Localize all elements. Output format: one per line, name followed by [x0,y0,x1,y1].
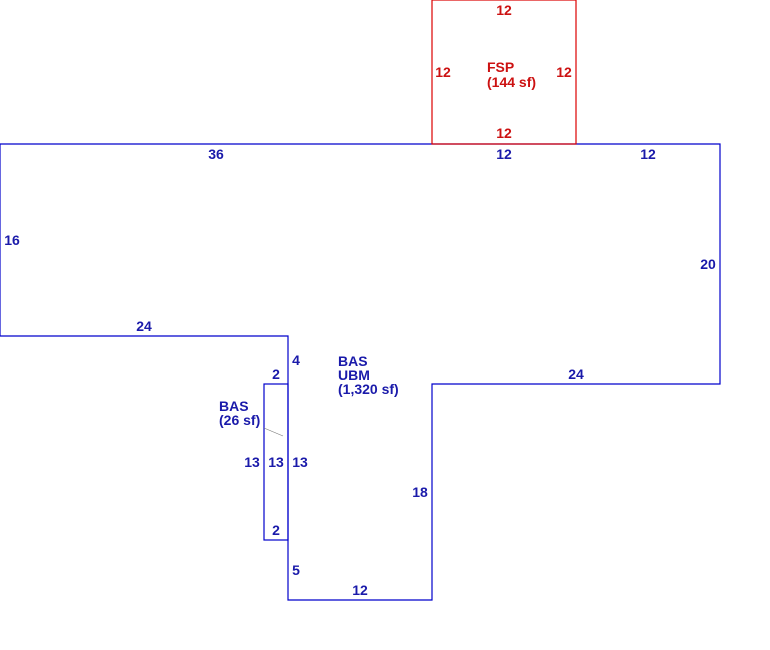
addition-leader-line [263,427,284,437]
main-building-outline [0,143,721,601]
porch-name: FSP [487,59,514,75]
porch-outline [431,0,577,145]
dim-top-right: 12 [640,146,656,162]
addition-name: BAS [219,398,249,414]
main-name-1: BAS [338,353,368,369]
addition-outline [263,383,289,541]
dim-lower-left: 24 [136,318,152,334]
porch-dim-left: 12 [435,64,451,80]
addition-dim-bottom: 2 [272,522,280,538]
porch-area: (144 sf) [487,74,536,90]
dim-bottom: 12 [352,582,368,598]
addition-dim-left: 13 [244,454,260,470]
addition-dim-right: 13 [268,454,284,470]
dim-notch-bottom: 5 [292,562,300,578]
dim-notch-top: 4 [292,352,300,368]
porch-dim-bottom: 12 [496,125,512,141]
dim-left: 16 [4,232,20,248]
porch-dim-top: 12 [496,2,512,18]
main-area: (1,320 sf) [338,381,399,397]
dim-top-left: 36 [208,146,224,162]
dim-inner-right: 18 [412,484,428,500]
porch-dim-right: 12 [556,64,572,80]
addition-area: (26 sf) [219,412,260,428]
main-name-2: UBM [338,367,370,383]
dim-lower-right: 24 [568,366,584,382]
addition-dim-top: 2 [272,366,280,382]
dim-notch-side: 13 [292,454,308,470]
dim-top-mid: 12 [496,146,512,162]
dim-right: 20 [700,256,716,272]
